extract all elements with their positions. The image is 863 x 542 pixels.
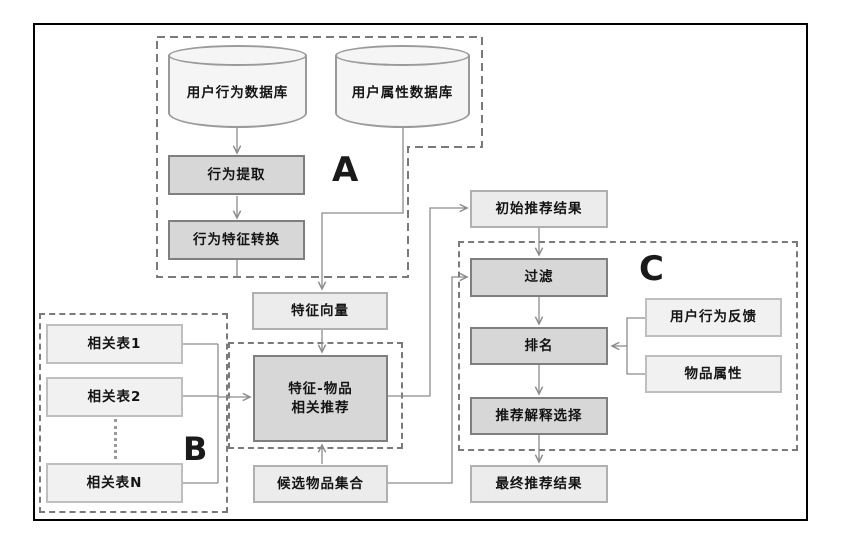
group-b-label: B xyxy=(183,430,208,468)
node-feature-item-recommendation: 特征-物品 相关推荐 xyxy=(253,355,388,442)
ellipsis-dots xyxy=(114,419,117,459)
node-item-attributes: 物品属性 xyxy=(645,355,782,393)
node-user-behavior-db: 用户行为数据库 xyxy=(168,45,307,128)
group-c-outline xyxy=(458,241,798,451)
node-candidate-item-set: 候选物品集合 xyxy=(253,465,388,503)
cylinder-body xyxy=(168,55,307,128)
node-related-table-2: 相关表2 xyxy=(46,377,183,417)
cylinder-top xyxy=(168,45,307,66)
node-initial-recommendation-results: 初始推荐结果 xyxy=(470,190,608,228)
node-label: 用户属性数据库 xyxy=(351,85,454,101)
node-related-table-n: 相关表N xyxy=(46,463,183,503)
node-user-attribute-db: 用户属性数据库 xyxy=(335,45,470,128)
node-recommendation-explanation-selection: 推荐解释选择 xyxy=(470,397,608,435)
node-filter: 过滤 xyxy=(470,258,608,297)
group-b-outline xyxy=(39,313,228,513)
group-c-label: C xyxy=(639,249,664,289)
node-related-table-1: 相关表1 xyxy=(46,324,183,364)
cylinder-top xyxy=(335,45,470,66)
node-behavior-extraction: 行为提取 xyxy=(168,155,305,195)
node-user-behavior-feedback: 用户行为反馈 xyxy=(645,298,782,337)
group-a-outline xyxy=(156,36,483,278)
node-behavior-feature-conversion: 行为特征转换 xyxy=(168,220,305,260)
node-final-recommendation-results: 最终推荐结果 xyxy=(470,465,608,503)
cylinder-body xyxy=(335,55,470,128)
node-label-line2: 相关推荐 xyxy=(291,399,350,416)
node-label: 用户行为数据库 xyxy=(186,85,289,101)
group-a-label: A xyxy=(332,150,359,190)
node-ranking: 排名 xyxy=(470,327,608,365)
node-feature-vector: 特征向量 xyxy=(252,292,388,330)
node-label-line1: 特征-物品 xyxy=(288,381,353,398)
